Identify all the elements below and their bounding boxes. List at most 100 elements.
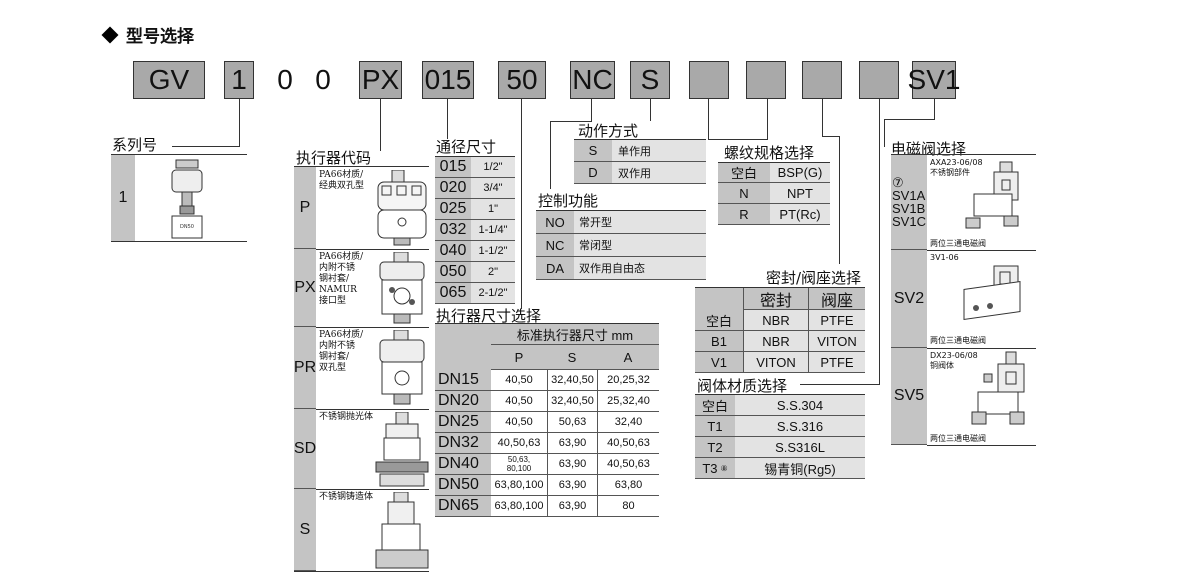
material-code: T2 — [695, 437, 735, 458]
actuator-size-dn: DN20 — [435, 391, 491, 412]
solenoid-sv1-image — [965, 161, 1019, 229]
connector-act-size — [521, 99, 522, 309]
connector-action — [650, 99, 651, 121]
connector-control-v — [591, 99, 592, 121]
action-code-s: S — [574, 140, 612, 162]
actuator-desc-p: PA66材质/ 经典双孔型 — [319, 170, 365, 191]
action-rule — [574, 139, 706, 140]
material-code-text: T3 — [702, 460, 718, 476]
seal-code: B1 — [695, 331, 743, 352]
actuator-size-corner — [435, 324, 491, 370]
connector-seal-h — [822, 136, 840, 137]
actuator-s-image — [375, 492, 429, 569]
actuator-sd-image — [375, 412, 429, 487]
actuator-row-rule — [316, 409, 429, 410]
actuator-size-p: 40,50,63 — [491, 433, 547, 454]
solenoid-model-sv5: DX23-06/08 铜阀体 — [930, 351, 978, 370]
connector-solenoid-v — [934, 99, 935, 119]
seat-value: PTFE — [808, 352, 865, 373]
code-box-control: NC — [570, 61, 615, 99]
actuator-row-rule — [316, 489, 429, 490]
section-title: 型号选择 — [126, 27, 194, 47]
material-code-text: T1 — [707, 418, 723, 434]
control-code-da: DA — [536, 257, 574, 280]
thread-desc-n: NPT — [770, 183, 830, 204]
actuator-code-p: P — [294, 167, 316, 249]
actuator-size-p: 40,50 — [491, 412, 547, 433]
actuator-size-s: 32,40,50 — [547, 370, 597, 391]
seat-value: VITON — [808, 331, 865, 352]
diamond-bullet-icon — [101, 26, 119, 43]
seal-rule — [695, 287, 865, 288]
connector-material — [879, 99, 880, 384]
actuator-rule-bottom — [294, 571, 429, 572]
actuator-size-s: 63,90 — [547, 433, 597, 454]
actuator-size-dn: DN50 — [435, 475, 491, 496]
thread-desc-r: PT(Rc) — [770, 204, 830, 225]
action-desc-d: 双作用 — [612, 162, 706, 184]
actuator-size-a: 40,50,63 — [597, 454, 659, 475]
actuator-code-px: PX — [294, 249, 316, 327]
actuator-row-rule — [316, 249, 429, 250]
connector-thread-h — [708, 139, 768, 140]
control-title: 控制功能 — [538, 192, 599, 210]
solenoid-title: 电磁阀选择 — [891, 140, 967, 158]
code-box-seal — [746, 61, 786, 99]
bore-size: 1" — [471, 199, 515, 220]
svg-text:DN50: DN50 — [180, 224, 194, 230]
actuator-p-image — [377, 170, 427, 246]
thread-title: 螺纹规格选择 — [724, 144, 815, 162]
actuator-size-dn: DN25 — [435, 412, 491, 433]
connector-material-h — [800, 384, 880, 385]
solenoid-foot-sv5: 两位三通电磁阀 — [930, 434, 986, 443]
bore-size: 2-1/2" — [471, 283, 515, 304]
bore-code: 025 — [435, 199, 471, 220]
solenoid-row-rule — [927, 445, 1036, 446]
actuator-px-image — [379, 252, 425, 324]
actuator-size-a: 40,50,63 — [597, 433, 659, 454]
actuator-size-dn: DN32 — [435, 433, 491, 454]
actuator-size-p: 50,63, 80,100 — [491, 454, 547, 475]
connector-series-h — [172, 146, 240, 147]
actuator-size-s: 50,63 — [547, 412, 597, 433]
thread-code-r: R — [718, 204, 770, 225]
solenoid-foot-sv2: 两位三通电磁阀 — [930, 336, 986, 345]
actuator-size-s: 63,90 — [547, 496, 597, 517]
section-heading: 型号选择 — [101, 22, 194, 47]
actuator-desc-pr: PA66材质/ 内附不锈 钢衬套/ 双孔型 — [319, 330, 364, 373]
actuator-size-a: 32,40 — [597, 412, 659, 433]
actuator-size-dn: DN65 — [435, 496, 491, 517]
bore-code: 015 — [435, 157, 471, 178]
connector-bore — [447, 99, 448, 139]
code-box-1: 1 — [224, 61, 254, 99]
actuator-size-s: 63,90 — [547, 454, 597, 475]
actuator-title: 执行器代码 — [296, 149, 372, 167]
solenoid-code-sv5: SV5 — [891, 348, 927, 445]
connector-control-v2 — [550, 121, 551, 189]
actuator-size-p: 63,80,100 — [491, 475, 547, 496]
seal-value: NBR — [743, 331, 808, 352]
bore-code: 032 — [435, 220, 471, 241]
seat-value: PTFE — [808, 310, 865, 331]
actuator-row-rule — [316, 327, 429, 328]
actuator-size-a: 80 — [597, 496, 659, 517]
thread-code-n: N — [718, 183, 770, 204]
material-code-text: 空白 — [701, 398, 728, 414]
actuator-code-s: S — [294, 489, 316, 571]
seal-value: NBR — [743, 310, 808, 331]
code-char-0a: 0 — [277, 64, 293, 95]
material-rule — [695, 394, 865, 395]
bore-size: 1-1/4" — [471, 220, 515, 241]
action-code-d: D — [574, 162, 612, 184]
actuator-pr-image — [379, 330, 425, 405]
action-title: 动作方式 — [578, 122, 639, 140]
series-code: 1 — [111, 155, 135, 241]
actuator-size-p: 63,80,100 — [491, 496, 547, 517]
material-note: ⑧ — [720, 463, 728, 473]
control-desc-nc: 常闭型 — [574, 234, 706, 257]
solenoid-sv5-image — [971, 351, 1025, 425]
code-box-act-size: 50 — [498, 61, 546, 99]
actuator-size-title: 执行器尺寸选择 — [436, 307, 542, 325]
connector-seal-v2 — [839, 136, 840, 264]
bore-rule — [435, 156, 515, 157]
